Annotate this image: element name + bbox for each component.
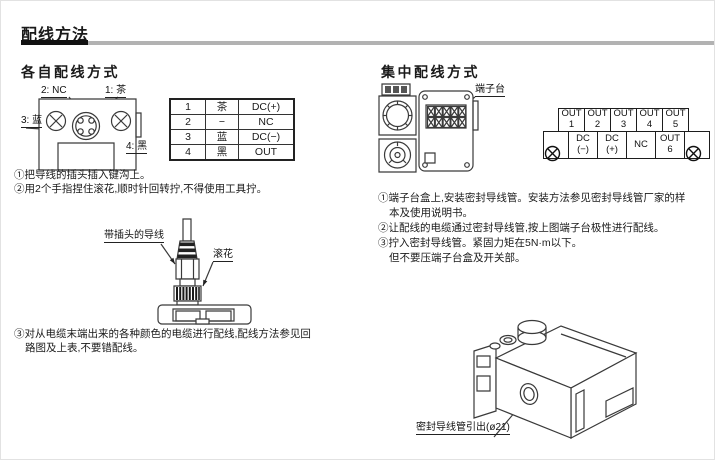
terminal-cell-nc: NC xyxy=(626,131,656,159)
page-title: 配线方法 xyxy=(21,27,90,44)
pin1-label: 1: 茶 xyxy=(105,85,127,98)
pin-no: 4 xyxy=(169,144,206,161)
lens-bezel-icon xyxy=(383,101,412,130)
wire-color: 茶 xyxy=(205,98,239,115)
pin3-label: 3: 蓝 xyxy=(21,115,43,128)
plug-wire-label: 带插头的导线 xyxy=(104,230,164,243)
left-step-3-line1: ③对从电缆末端出来的各种颜色的电缆进行配线,配线方法参见回 xyxy=(14,328,311,340)
pin4-label: 4: 黑 xyxy=(126,141,148,154)
terminal-cell-dc-minus: DC(−) xyxy=(568,131,598,159)
pin-function: DC(+) xyxy=(238,98,295,115)
section-heading-central-wiring: 集中配线方式 xyxy=(381,64,480,80)
table-row: 2 − NC xyxy=(169,114,295,130)
wire-color: − xyxy=(205,114,239,130)
conduit-hole-icon xyxy=(518,382,540,407)
terminal-box-figure xyxy=(378,83,480,175)
terminal-block-label: 端子台 xyxy=(475,84,505,97)
title-underline-gray xyxy=(88,40,714,45)
knurl-ring xyxy=(174,286,201,301)
terminal-screw-icon xyxy=(684,131,710,159)
pin-no: 2 xyxy=(169,114,206,130)
pin2-label: 2: NC xyxy=(41,85,67,98)
wire-color: 黑 xyxy=(205,144,239,161)
pin-function: DC(−) xyxy=(238,129,295,145)
adjustment-dial-icon xyxy=(385,142,411,168)
right-step-2: ②让配线的电缆通过密封导线管,按上图端子台极性进行配线。 xyxy=(378,222,665,234)
left-step-1: ①把导线的插头插入键沟上。 xyxy=(14,169,151,181)
connector-top-view-figure xyxy=(21,84,161,170)
terminal-strip-icon xyxy=(426,105,466,128)
knurl-label: 滚花 xyxy=(213,249,233,262)
wire-color: 蓝 xyxy=(205,129,239,145)
title-underline-black xyxy=(21,40,88,45)
right-step-3-sub: 但不要压端子台盒及开关部。 xyxy=(389,252,526,264)
table-row: 3 蓝 DC(−) xyxy=(169,129,295,145)
table-row: 1 茶 DC(+) xyxy=(169,98,295,115)
conduit-outlet-label: 密封导线管引出(ø21) xyxy=(416,422,510,435)
right-step-1-line2: 本及使用说明书。 xyxy=(389,207,473,219)
pin-function: NC xyxy=(238,114,295,130)
left-step-2: ②用2个手指捏住滚花,顺时针回转拧,不得使用工具拧。 xyxy=(14,183,268,195)
right-step-1-line1: ①端子台盒上,安装密封导线管。安装方法参见密封导线管厂家的样 xyxy=(378,192,686,204)
left-step-3-line2: 路图及上表,不要错配线。 xyxy=(25,342,144,354)
cable-plug-figure xyxy=(96,211,266,323)
section-heading-individual-wiring: 各自配线方式 xyxy=(21,64,120,80)
m12-connector-icon xyxy=(73,113,100,140)
pin-no: 1 xyxy=(169,98,206,115)
screw-icon xyxy=(47,112,66,131)
terminal-screw-icon xyxy=(543,131,569,159)
screw-icon xyxy=(112,112,131,131)
pin-no: 3 xyxy=(169,129,206,145)
isometric-device-figure xyxy=(411,296,671,451)
right-step-3: ③拧入密封导线管。紧固力矩在5N·m以下。 xyxy=(378,237,583,249)
table-row: 4 黑 OUT xyxy=(169,144,295,161)
pin-function: OUT xyxy=(238,144,295,161)
pin-assignment-table: 1 茶 DC(+) 2 − NC 3 蓝 DC(−) 4 黑 OUT xyxy=(169,98,295,161)
terminal-cell-dc-plus: DC(+) xyxy=(597,131,627,159)
